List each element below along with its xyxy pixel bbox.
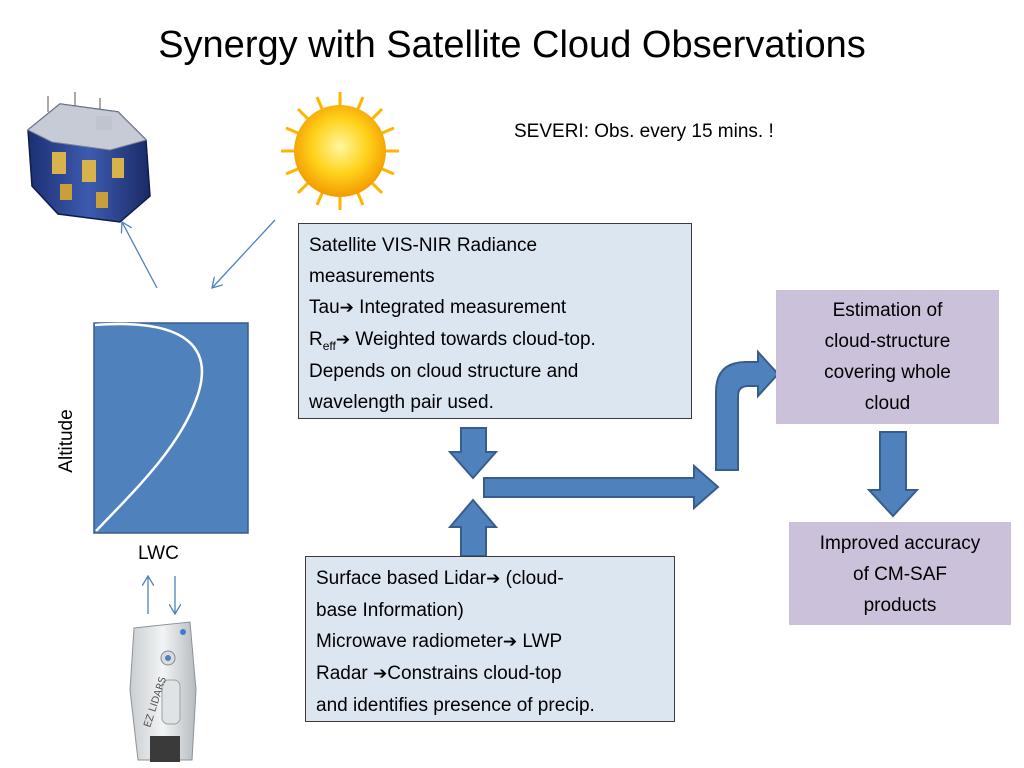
right-arrow-icon: ➔ xyxy=(339,298,354,318)
imp-line-3: products xyxy=(863,595,937,616)
satellite-measurement-box: Satellite VIS-NIR Radiance measurements … xyxy=(298,223,692,419)
radar-label: Radar xyxy=(316,663,374,684)
slide-title: Synergy with Satellite Cloud Observation… xyxy=(158,24,866,66)
mwr-line: Microwave radiometer➔ LWP xyxy=(316,626,664,658)
sat-reff-line: Reff➔ Weighted towards cloud-top. xyxy=(309,324,681,356)
est-line-1: Estimation of xyxy=(832,300,943,321)
block-arrow-down-sat xyxy=(447,427,499,480)
surface-instruments-box: Surface based Lidar➔ (cloud- base Inform… xyxy=(305,556,675,722)
mwr-text: LWP xyxy=(517,631,563,652)
lidar-line: Surface based Lidar➔ (cloud- xyxy=(316,563,664,595)
reff-label: R xyxy=(309,329,323,350)
lwc-profile-plot xyxy=(93,322,249,534)
lidar-line-2: base Information) xyxy=(316,600,464,621)
radar-text: Constrains cloud-top xyxy=(387,663,562,684)
radar-line: Radar ➔Constrains cloud-top xyxy=(316,658,664,690)
right-arrow-icon: ➔ xyxy=(335,330,351,350)
sat-tau-line: Tau➔ Integrated measurement xyxy=(309,292,681,324)
y-axis-label: Altitude xyxy=(56,409,77,473)
cloud-to-satellite-arrow xyxy=(122,222,158,289)
right-arrow-icon: ➔ xyxy=(486,569,501,589)
lidar-text: (cloud- xyxy=(500,568,564,589)
estimation-box: Estimation of cloud-structure covering w… xyxy=(776,290,999,424)
sat-line-1: Satellite VIS-NIR Radiance xyxy=(309,235,538,256)
tau-label: Tau xyxy=(309,297,340,318)
right-arrow-icon: ➔ xyxy=(502,632,518,652)
est-line-3: covering whole xyxy=(824,362,951,383)
block-arrow-up-surface xyxy=(447,498,499,557)
sun-to-cloud-arrow xyxy=(212,219,276,288)
tau-text: Integrated measurement xyxy=(353,297,567,318)
improved-accuracy-box: Improved accuracy of CM-SAF products xyxy=(789,522,1011,625)
est-line-2: cloud-structure xyxy=(824,331,951,352)
lidar-device-icon: EZ LIDARS xyxy=(129,621,197,762)
block-arrow-down-estimation xyxy=(866,431,920,518)
satellite-icon xyxy=(27,92,151,223)
right-arrow-icon: ➔ xyxy=(373,664,388,684)
sat-line-6: wavelength pair used. xyxy=(309,392,494,413)
imp-line-1: Improved accuracy xyxy=(819,533,981,554)
reff-text: Weighted towards cloud-top. xyxy=(350,329,596,350)
imp-line-2: of CM-SAF xyxy=(853,564,947,585)
sat-line-5: Depends on cloud structure and xyxy=(309,361,579,382)
block-arrow-right-center xyxy=(483,463,720,511)
est-line-4: cloud xyxy=(864,393,911,414)
radar-line-2: and identifies presence of precip. xyxy=(316,695,595,716)
mwr-label: Microwave radiometer xyxy=(316,631,503,652)
severi-note: SEVERI: Obs. every 15 mins. ! xyxy=(514,121,774,142)
x-axis-label: LWC xyxy=(138,543,179,564)
sat-line-2: measurements xyxy=(309,266,435,287)
lidar-label: Surface based Lidar xyxy=(316,568,487,589)
reff-subscript: eff xyxy=(322,338,336,353)
block-arrow-bent-up-right xyxy=(715,349,780,471)
sun-icon xyxy=(281,92,399,210)
